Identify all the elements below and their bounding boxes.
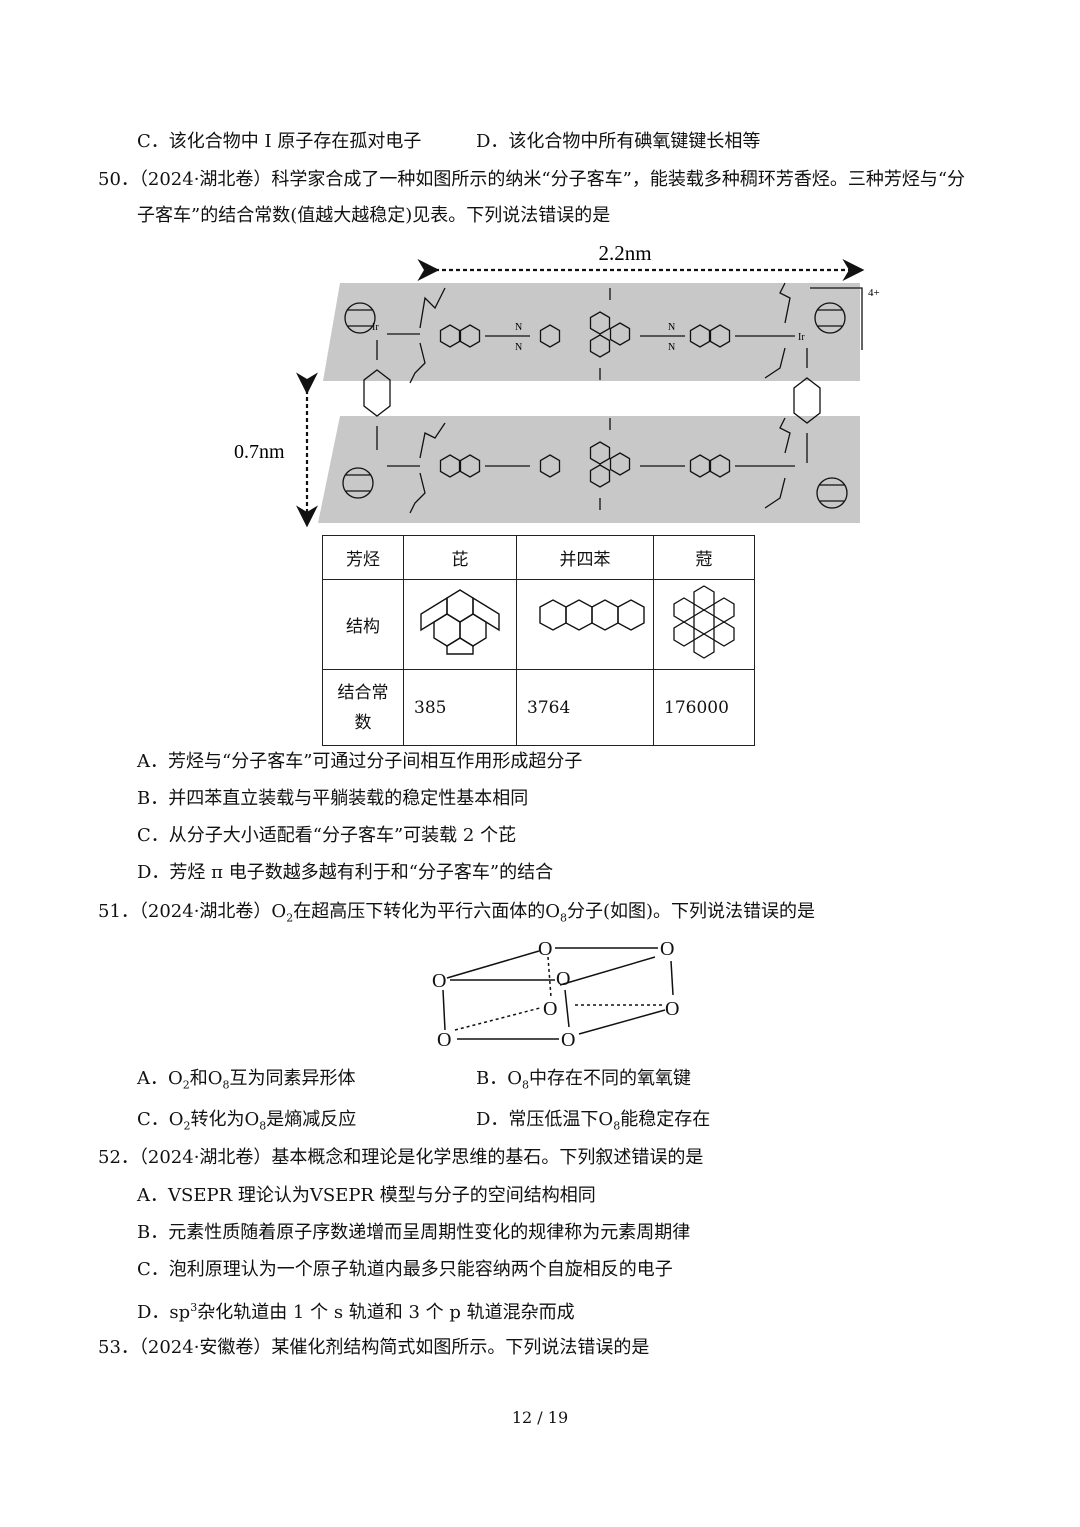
- upper-plane: [323, 283, 860, 381]
- q50-stem-line1: 50．（2024·湖北卷）科学家合成了一种如图所示的纳米“分子客车”，能装载多种…: [98, 169, 966, 190]
- pyrene-icon: [419, 589, 500, 655]
- q52-option-a: A．VSEPR 理论认为VSEPR 模型与分子的空间结构相同: [137, 1185, 596, 1206]
- q50-option-c: C．从分子大小适配看“分子客车”可装载 2 个芘: [137, 825, 517, 846]
- constant-pyrene: 385: [403, 669, 517, 746]
- q51-option-d: D．常压低温下O8能稳定存在: [476, 1109, 711, 1133]
- n-label-3: N: [668, 322, 675, 333]
- q51-sub2: 2: [286, 911, 294, 925]
- width-label: 2.2nm: [598, 241, 651, 265]
- q51-option-c: C．O2转化为O8是熵减反应: [137, 1109, 357, 1133]
- o-atom: O: [660, 938, 674, 960]
- q51-option-b: B．O8中存在不同的氧氧键: [476, 1068, 691, 1092]
- coronene-structure: [653, 579, 755, 670]
- o-atom: O: [432, 970, 446, 992]
- molecular-bus-figure: 2.2nm 0.7nm 4+ Ir Ir N N N N: [234, 241, 880, 528]
- q51-stem-part2: 在超高压下转化为平行六面体的O: [293, 901, 560, 922]
- name-tetracene: 并四苯: [516, 535, 654, 580]
- q50-option-d: D．芳烃 π 电子数越多越有利于和“分子客车”的结合: [137, 862, 554, 883]
- lower-ligand: [342, 417, 848, 514]
- q51-stem: 51．（2024·湖北卷）O2在超高压下转化为平行六面体的O8分子(如图)。下列…: [98, 900, 815, 931]
- coronene-icon: [673, 585, 735, 659]
- lower-plane: [318, 416, 860, 523]
- page-number: 12 / 19: [511, 1408, 569, 1427]
- constant-coronene: 176000: [653, 669, 755, 746]
- n-label-1: N: [515, 322, 522, 333]
- tetracene-structure: [516, 579, 654, 670]
- q50-option-a: A．芳烃与“分子客车”可通过分子间相互作用形成超分子: [137, 751, 583, 772]
- q51-sub8: 8: [559, 911, 567, 925]
- o-atom: O: [437, 1029, 451, 1050]
- o8-structure-figure: O O O O O O O O: [432, 938, 679, 1050]
- o-atom: O: [556, 968, 570, 990]
- o-atom: O: [561, 1029, 575, 1050]
- header-binding-constant-line1: 结合常: [337, 682, 389, 703]
- o-atom: O: [665, 998, 679, 1020]
- q51-stem-part1: 51．（2024·湖北卷）O: [98, 901, 287, 922]
- pyrazine-pillar-left: [363, 340, 391, 450]
- o-atom: O: [538, 938, 552, 960]
- o-atom: O: [543, 998, 557, 1020]
- constant-tetracene: 3764: [516, 669, 654, 746]
- n-label-2: N: [515, 342, 522, 353]
- n-label-4: N: [668, 342, 675, 353]
- binding-constant-table: 芳烃 芘 并四苯 蒄 结构: [322, 535, 755, 746]
- height-label: 0.7nm: [234, 441, 285, 463]
- q50-option-b: B．并四苯直立装载与平躺装载的稳定性基本相同: [137, 788, 529, 809]
- upper-ligand: [344, 282, 846, 384]
- pyrazine-pillar-right: [793, 348, 821, 463]
- q51-option-a: A．O2和O8互为同素异形体: [137, 1068, 356, 1092]
- q52-option-d: D．sp3杂化轨道由 1 个 s 轨道和 3 个 p 轨道混杂而成: [137, 1301, 575, 1323]
- header-aromatic: 芳烃: [322, 535, 404, 580]
- header-structure: 结构: [322, 579, 404, 670]
- q50-stem-line2: 子客车”的结合常数(值越大越稳定)见表。下列说法错误的是: [137, 205, 611, 226]
- q52-stem: 52．（2024·湖北卷）基本概念和理论是化学思维的基石。下列叙述错误的是: [98, 1147, 704, 1168]
- q53-stem: 53．（2024·安徽卷）某催化剂结构简式如图所示。下列说法错误的是: [98, 1337, 650, 1358]
- ir-label-1: Ir: [372, 322, 379, 333]
- q49-option-c: C．该化合物中 I 原子存在孤对电子: [137, 131, 422, 152]
- tetracene-icon: [539, 599, 645, 631]
- pyrene-structure: [403, 579, 517, 670]
- name-coronene: 蒄: [653, 535, 755, 580]
- charge-label: 4+: [868, 287, 880, 299]
- q52-option-b: B．元素性质随着原子序数递增而呈周期性变化的规律称为元素周期律: [137, 1222, 691, 1243]
- q51-stem-part3: 分子(如图)。下列说法错误的是: [566, 901, 816, 922]
- q52-option-c: C．泡利原理认为一个原子轨道内最多只能容纳两个自旋相反的电子: [137, 1259, 673, 1280]
- header-binding-constant: 结合常 数: [322, 669, 404, 746]
- q49-option-d: D．该化合物中所有碘氧键键长相等: [476, 131, 761, 152]
- name-pyrene: 芘: [403, 535, 517, 580]
- header-binding-constant-line2: 数: [354, 712, 372, 733]
- ir-label-2: Ir: [798, 332, 805, 343]
